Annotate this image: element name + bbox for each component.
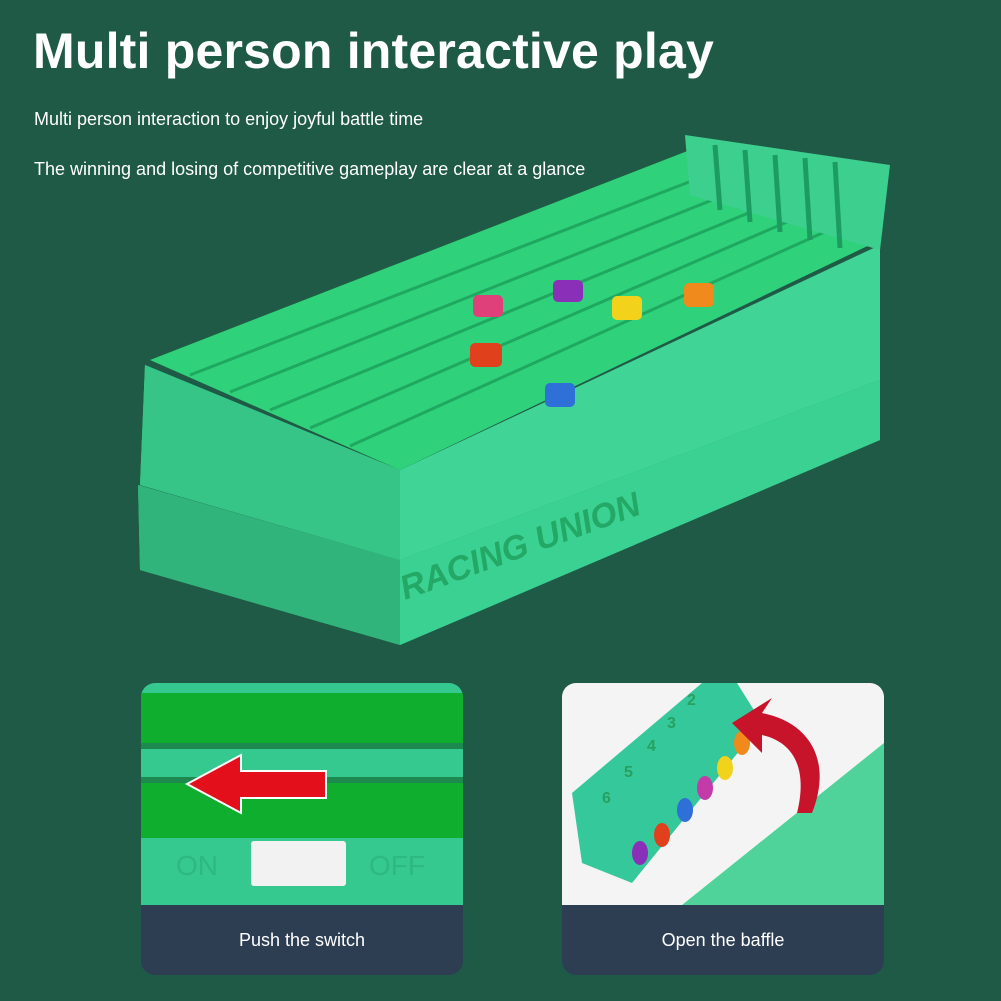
lane-number: 4 [647, 738, 656, 755]
race-piece-blue [545, 383, 575, 407]
switch-illustration: ON OFF [141, 683, 463, 905]
race-piece-purple [553, 280, 583, 302]
lane-number: 6 [602, 790, 611, 807]
subtitle-interaction: Multi person interaction to enjoy joyful… [34, 109, 424, 129]
switch-on-label: ON [176, 850, 218, 881]
baffle-illustration: 2 3 4 5 6 [562, 683, 884, 905]
switch-off-label: OFF [369, 850, 425, 881]
panel-push-switch: ON OFF Push the switch [141, 683, 463, 975]
race-piece-red [470, 343, 502, 367]
race-piece-yellow [612, 296, 642, 320]
page-title: Multi person interactive play [33, 23, 714, 79]
arrow-left-icon [184, 753, 327, 815]
lane-number: 3 [667, 715, 676, 732]
curved-arrow-icon [732, 698, 820, 813]
caption-open-baffle: Open the baffle [661, 929, 785, 950]
race-piece-pink [473, 295, 503, 317]
race-piece-orange [684, 283, 714, 307]
panel-open-baffle: 2 3 4 5 6 Open the baffle [562, 683, 884, 975]
switch-toggle [251, 841, 346, 886]
lane-number: 2 [687, 692, 696, 709]
racing-game-toy-image: RACING UNION [138, 135, 890, 645]
caption-push-switch: Push the switch [238, 929, 366, 950]
subtitle-gameplay: The winning and losing of competitive ga… [34, 159, 586, 179]
lane-number: 5 [624, 764, 633, 781]
